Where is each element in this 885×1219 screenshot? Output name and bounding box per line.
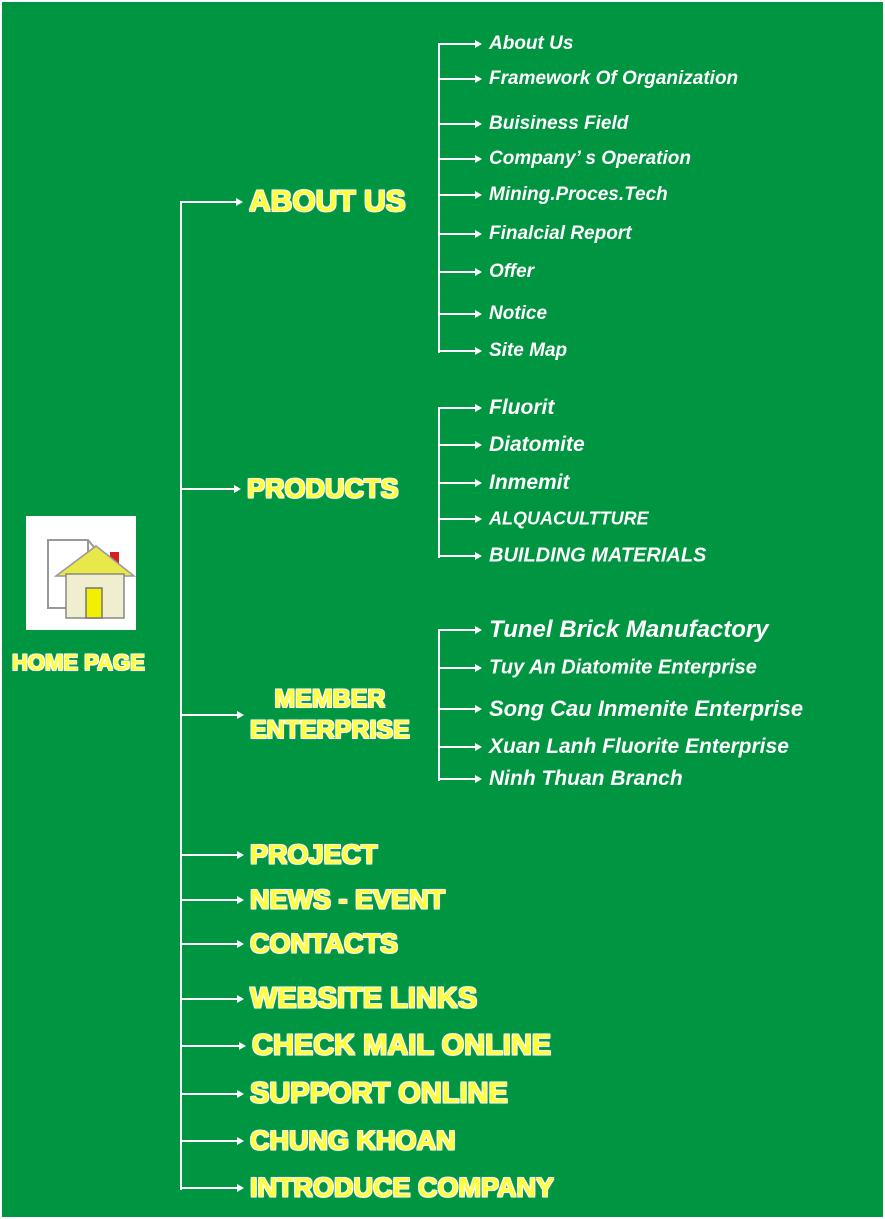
sub-item[interactable]: Notice bbox=[489, 303, 548, 324]
sub-branch-arrow bbox=[438, 626, 482, 634]
sub-branch-arrow bbox=[438, 120, 482, 128]
sub-branch-arrow bbox=[438, 441, 482, 449]
branch-arrow bbox=[180, 1042, 246, 1050]
sub-item[interactable]: Company’ s Operation bbox=[489, 148, 691, 169]
section-check-mail-online[interactable]: CHECK MAIL ONLINE bbox=[252, 1029, 552, 1062]
sub-branch-arrow bbox=[438, 552, 482, 560]
sub-item[interactable]: Xuan Lanh Fluorite Enterprise bbox=[489, 735, 789, 758]
sub-item[interactable]: Offer bbox=[489, 261, 535, 282]
sub-branch-arrow bbox=[438, 191, 482, 199]
section-support-online[interactable]: SUPPORT ONLINE bbox=[250, 1077, 508, 1110]
sub-item[interactable]: Buisiness Field bbox=[489, 113, 629, 134]
section-products[interactable]: PRODUCTS bbox=[247, 473, 399, 504]
sub-branch-arrow bbox=[438, 268, 482, 276]
section-contacts[interactable]: CONTACTS bbox=[250, 928, 398, 959]
sub-branch-arrow bbox=[438, 705, 482, 713]
section-label-line: MEMBER bbox=[274, 685, 386, 713]
sub-item[interactable]: Diatomite bbox=[489, 433, 585, 456]
sub-branch-arrow bbox=[438, 515, 482, 523]
sub-item[interactable]: Site Map bbox=[489, 340, 568, 361]
sub-item[interactable]: Tuy An Diatomite Enterprise bbox=[489, 656, 757, 679]
sub-branch-arrow bbox=[438, 230, 482, 238]
section-about-us[interactable]: ABOUT US bbox=[249, 185, 406, 218]
sub-item[interactable]: Song Cau Inmenite Enterprise bbox=[489, 696, 804, 721]
branch-arrow bbox=[180, 1184, 244, 1192]
home-page-icon[interactable] bbox=[26, 516, 137, 630]
sub-item[interactable]: ALQUACULTTURE bbox=[489, 508, 649, 529]
sub-branch-arrow bbox=[438, 310, 482, 318]
home-page-label[interactable]: HOME PAGE bbox=[12, 650, 145, 675]
branch-arrow bbox=[180, 995, 244, 1003]
branch-arrow bbox=[180, 851, 244, 859]
sub-item[interactable]: About Us bbox=[489, 33, 574, 54]
sub-branch-arrow bbox=[438, 404, 482, 412]
section-label-line: ENTERPRISE bbox=[250, 716, 410, 744]
branch-arrow bbox=[180, 940, 244, 948]
sub-branch-arrow bbox=[438, 155, 482, 163]
section-news-event[interactable]: NEWS - EVENT bbox=[250, 884, 446, 915]
sub-branch-arrow bbox=[438, 664, 482, 672]
branch-arrow bbox=[180, 485, 241, 493]
sub-item[interactable]: Mining.Proces.Tech bbox=[489, 184, 668, 205]
section-member-enterprise[interactable]: MEMBER ENTERPRISE bbox=[250, 684, 410, 746]
section-project[interactable]: PROJECT bbox=[250, 839, 378, 870]
sub-branch-arrow bbox=[438, 743, 482, 751]
sub-trunk-line bbox=[438, 630, 440, 781]
sub-branch-arrow bbox=[438, 775, 482, 783]
sub-branch-arrow bbox=[438, 347, 482, 355]
section-introduce-company[interactable]: INTRODUCE COMPANY bbox=[250, 1172, 555, 1203]
branch-arrow bbox=[180, 1137, 244, 1145]
sub-item[interactable]: BUILDING MATERIALS bbox=[489, 544, 707, 567]
sub-trunk-line bbox=[438, 44, 440, 353]
sub-item[interactable]: Framework Of Organization bbox=[489, 68, 739, 89]
branch-arrow bbox=[180, 198, 243, 206]
sub-item[interactable]: Finalcial Report bbox=[489, 223, 632, 244]
sub-branch-arrow bbox=[438, 75, 482, 83]
branch-arrow bbox=[180, 711, 244, 719]
branch-arrow bbox=[180, 896, 244, 904]
main-trunk-line bbox=[180, 202, 182, 1190]
sub-item[interactable]: Tunel Brick Manufactory bbox=[489, 616, 769, 643]
sub-item[interactable]: Ninh Thuan Branch bbox=[489, 767, 683, 790]
sub-branch-arrow bbox=[438, 40, 482, 48]
section-website-links[interactable]: WEBSITE LINKS bbox=[250, 982, 478, 1015]
sub-branch-arrow bbox=[438, 479, 482, 487]
branch-arrow bbox=[180, 1090, 244, 1098]
sub-item[interactable]: Inmemit bbox=[489, 471, 570, 494]
section-chung-khoan[interactable]: CHUNG KHOAN bbox=[250, 1125, 456, 1156]
sub-item[interactable]: Fluorit bbox=[489, 396, 555, 419]
